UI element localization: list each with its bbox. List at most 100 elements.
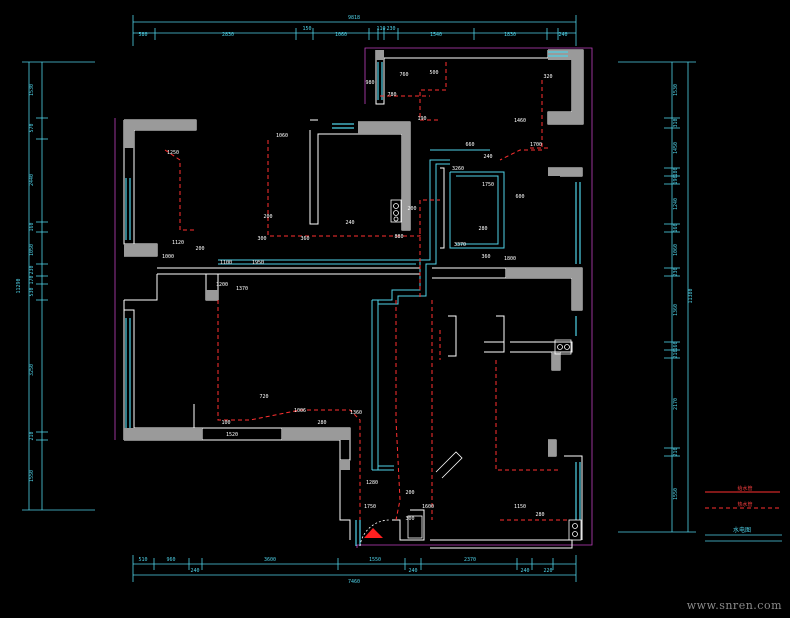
legend-item: 给水管	[737, 485, 752, 492]
outer-boundary	[114, 47, 593, 548]
bottom-dim: 3600	[264, 557, 276, 563]
room-dimension-label: 880	[394, 234, 403, 240]
top-dimension-labels: 9818 580 2830 150 1060 110 230 1540 1830…	[138, 15, 567, 38]
left-dim: 170	[29, 275, 35, 284]
bottom-dimension-labels: 7460 510 960 240 3600 1550 240 2370 240 …	[138, 557, 552, 585]
bottom-dim: 1550	[369, 557, 381, 563]
right-dim: 1060	[673, 244, 679, 256]
drawing-title: 水电图	[733, 526, 751, 534]
right-overall-dim: 11380	[688, 288, 694, 303]
room-dimension-label: 3370	[454, 242, 466, 248]
top-dim: 1060	[335, 32, 347, 38]
room-dimension-label: 1750	[482, 182, 494, 188]
room-dimension-label: 1370	[236, 286, 248, 292]
top-dim: 580	[138, 32, 147, 38]
windows	[125, 51, 581, 546]
right-dim: 190	[673, 175, 679, 184]
room-dimension-label: 1100	[220, 260, 232, 266]
top-dim: 150	[302, 26, 311, 32]
room-dimension-label: 200	[195, 246, 204, 252]
room-dimension-label: 240	[483, 154, 492, 160]
left-dim: 530	[29, 287, 35, 296]
left-dim: 1050	[29, 244, 35, 256]
room-dimension-label: 1150	[514, 504, 526, 510]
room-dimension-label: 1460	[514, 118, 526, 124]
room-dimension-label: 1120	[172, 240, 184, 246]
room-dimension-label: 280	[317, 420, 326, 426]
top-dim: 230	[386, 26, 395, 32]
bottom-dim: 960	[166, 557, 175, 563]
entry-door-swing	[359, 519, 391, 547]
left-dim: 210	[29, 431, 35, 440]
room-dimension-label: 200	[263, 214, 272, 220]
left-dim: 160	[29, 222, 35, 231]
legend-item: 热水管	[737, 501, 752, 508]
bottom-dim: 240	[408, 568, 417, 574]
corner-fixture	[568, 519, 582, 541]
room-dimension-label: 360	[300, 236, 309, 242]
room-dimension-label: 1600	[422, 504, 434, 510]
top-dim: 1830	[504, 32, 516, 38]
room-dimension-label: 320	[543, 74, 552, 80]
room-dimension-label: 1700	[530, 142, 542, 148]
room-dimension-label: 1250	[167, 150, 179, 156]
right-dim: 180	[673, 167, 679, 176]
room-dimension-label: 240	[345, 220, 354, 226]
room-dimension-label: 780	[387, 92, 396, 98]
fixtures	[390, 199, 582, 541]
room-dimension-label: 190	[417, 116, 426, 122]
room-dimension-label: 1360	[350, 410, 362, 416]
room-dimension-label: 760	[399, 72, 408, 78]
stacked-fixture	[390, 199, 402, 223]
left-dim: 570	[29, 123, 35, 132]
room-dimension-label: 1800	[504, 256, 516, 262]
pipe-routes	[218, 149, 505, 471]
right-dim: 1550	[673, 488, 679, 500]
bottom-dim: 510	[138, 557, 147, 563]
left-dim: 3250	[29, 364, 35, 376]
bottom-dim: 240	[520, 568, 529, 574]
room-dimension-label: 1200	[216, 282, 228, 288]
room-dimension-label: 280	[478, 226, 487, 232]
right-dim: 1360	[673, 304, 679, 316]
room-dimension-label: 200	[405, 490, 414, 496]
room-dimension-label: 280	[535, 512, 544, 518]
room-dimension-label: 1000	[162, 254, 174, 260]
room-dimension-label: 300	[257, 236, 266, 242]
room-dimension-label: 720	[259, 394, 268, 400]
room-dimension-label: 200	[407, 206, 416, 212]
entry-arrow-icon	[364, 528, 383, 538]
left-dim: 2440	[29, 174, 35, 186]
bottom-dim: 240	[190, 568, 199, 574]
water-pipes	[164, 62, 570, 521]
room-dimension-label: 1950	[252, 260, 264, 266]
right-dim: 160	[673, 341, 679, 350]
left-dim: 1550	[29, 470, 35, 482]
room-dimension-label: 300	[405, 516, 414, 522]
top-dim: 2830	[222, 32, 234, 38]
top-dim: 240	[558, 32, 567, 38]
left-dimension-labels: 11290 1530 570 2440 160 1050 230 170 530…	[16, 84, 35, 482]
wall-fills	[124, 50, 583, 470]
right-dim: 1530	[673, 84, 679, 96]
right-dim: 1240	[673, 198, 679, 210]
room-dimension-label: 600	[515, 194, 524, 200]
room-dimension-label: 660	[465, 142, 474, 148]
left-dim: 1530	[29, 84, 35, 96]
room-dimension-label: 980	[365, 80, 374, 86]
bottom-dim: 220	[543, 568, 552, 574]
room-dimension-label: 1750	[364, 504, 376, 510]
left-dim: 230	[29, 265, 35, 274]
room-dimension-label: 3260	[452, 166, 464, 172]
room-dimension-label: 360	[481, 254, 490, 260]
sink-fixture	[554, 339, 572, 355]
top-overall-dim: 9818	[348, 15, 360, 21]
room-dimension-label: 1520	[226, 432, 238, 438]
dimension-lines	[22, 15, 782, 582]
room-dimension-label: 1280	[366, 480, 378, 486]
right-dim: 230	[673, 267, 679, 276]
watermark: www.snren.com	[686, 599, 782, 612]
right-dim: 1450	[673, 142, 679, 154]
right-dim: 160	[673, 223, 679, 232]
